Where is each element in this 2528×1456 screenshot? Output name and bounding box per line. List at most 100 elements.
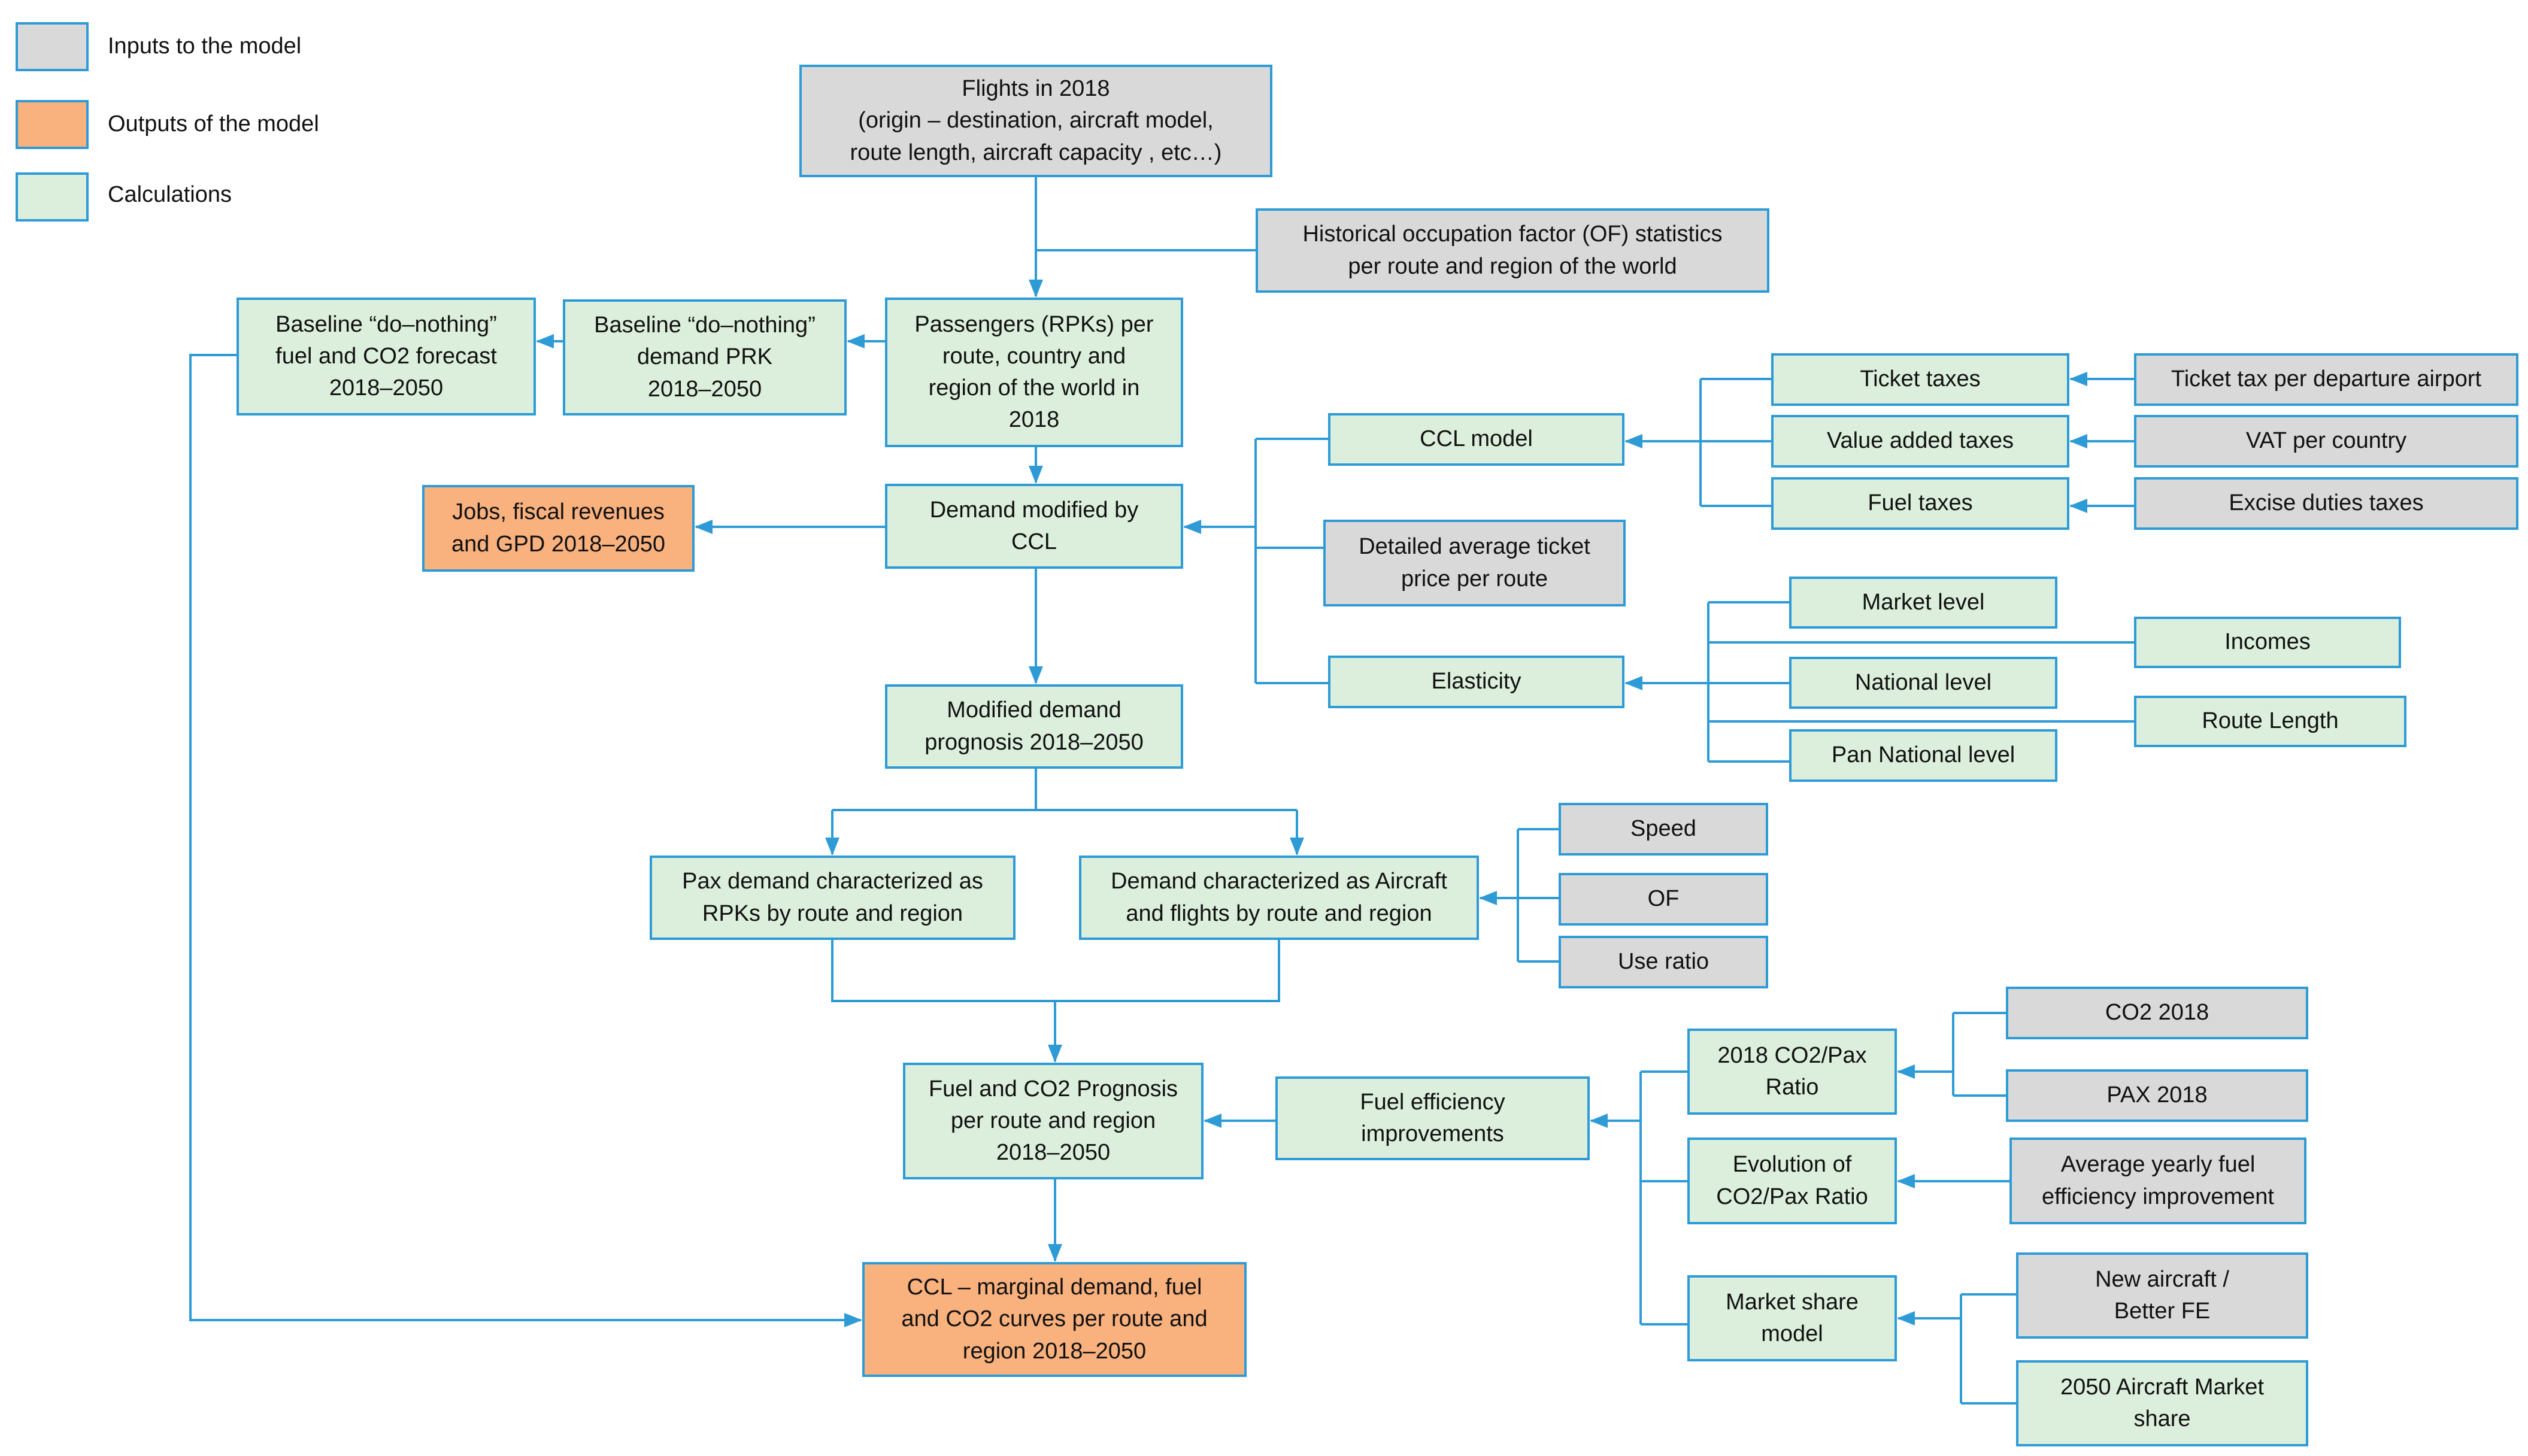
vat-per-country-box: VAT per country: [2134, 415, 2518, 468]
market-level-box: Market level: [1789, 577, 2057, 629]
legend-inputs-label: Inputs to the model: [108, 34, 302, 59]
legend-calculations-label: Calculations: [108, 182, 232, 207]
market-share-model-line: Market share: [1726, 1289, 1859, 1315]
fuel-efficiency-line: Fuel efficiency: [1360, 1089, 1505, 1115]
baseline-fuel-co2-line: Baseline “do–nothing”: [275, 311, 497, 337]
national-level-label: National level: [1854, 669, 1992, 695]
excise-duties-label: Excise duties taxes: [2229, 490, 2424, 516]
pax-demand-box: Pax demand characterized as RPKs by rout…: [650, 856, 1016, 940]
passengers-rpks-box: Passengers (RPKs) per route, country and…: [885, 298, 1183, 447]
co2-pax-ratio-2018-line: 2018 CO2/Pax: [1717, 1042, 1867, 1068]
incomes-box: Incomes: [2134, 617, 2401, 668]
demand-modified-ccl-box: Demand modified by CCL: [885, 484, 1183, 569]
passengers-rpks-line: Passengers (RPKs) per: [914, 311, 1154, 337]
avg-fuel-efficiency-line: efficiency improvement: [2042, 1184, 2274, 1209]
fuel-taxes-label: Fuel taxes: [1868, 490, 1973, 516]
ccl-model-box: CCL model: [1328, 413, 1624, 466]
national-level-box: National level: [1789, 657, 2057, 709]
aircraft-demand-box: Demand characterized as Aircraft and fli…: [1079, 856, 1479, 940]
co2-pax-ratio-2018-line: Ratio: [1765, 1075, 1819, 1100]
baseline-fuel-co2-line: fuel and CO2 forecast: [275, 343, 497, 369]
ticket-tax-airport-label: Ticket tax per departure airport: [2171, 366, 2482, 392]
evolution-ratio-box: Evolution of CO2/Pax Ratio: [1687, 1138, 1897, 1224]
demand-modified-ccl-line: CCL: [1011, 529, 1057, 554]
ccl-marginal-curves-line: CCL – marginal demand, fuel: [907, 1275, 1202, 1300]
aircraft-market-share-2050-box: 2050 Aircraft Market share: [2016, 1360, 2308, 1446]
ticket-price-line: price per route: [1401, 566, 1548, 592]
pax-2018-label: PAX 2018: [2106, 1082, 2208, 1108]
elasticity-label: Elasticity: [1431, 669, 1521, 694]
ccl-marginal-curves-line: region 2018–2050: [962, 1338, 1147, 1364]
modified-demand-prognosis-box: Modified demand prognosis 2018–2050: [885, 684, 1183, 769]
pax-demand-line: RPKs by route and region: [702, 900, 963, 926]
legend-outputs-label: Outputs of the model: [108, 111, 319, 136]
route-length-box: Route Length: [2134, 696, 2406, 747]
co2-2018-box: CO2 2018: [2006, 987, 2308, 1039]
aircraft-demand-line: Demand characterized as Aircraft: [1111, 869, 1447, 894]
avg-fuel-efficiency-box: Average yearly fuel efficiency improveme…: [2009, 1138, 2306, 1224]
speed-label: Speed: [1630, 816, 1696, 842]
ccl-model-label: CCL model: [1420, 426, 1533, 452]
evolution-ratio-line: Evolution of: [1732, 1152, 1852, 1178]
of-label: OF: [1647, 886, 1680, 912]
flights-2018-box: Flights in 2018 (origin – destination, a…: [799, 65, 1272, 177]
fuel-taxes-box: Fuel taxes: [1771, 477, 2069, 530]
baseline-demand-box: Baseline “do–nothing” demand PRK 2018–20…: [563, 299, 847, 415]
flights-2018-line: (origin – destination, aircraft model,: [858, 108, 1214, 134]
co2-pax-ratio-2018-box: 2018 CO2/Pax Ratio: [1687, 1029, 1897, 1115]
connector-fuel-baseline-to-ccl-curves: [189, 354, 862, 1327]
jobs-fiscal-line: and GPD 2018–2050: [451, 531, 666, 557]
evolution-ratio-line: CO2/Pax Ratio: [1716, 1184, 1868, 1209]
baseline-demand-line: 2018–2050: [647, 376, 762, 402]
demand-modified-ccl-line: Demand modified by: [929, 497, 1139, 523]
modified-demand-prognosis-line: Modified demand: [947, 697, 1121, 723]
fuel-efficiency-line: improvements: [1361, 1121, 1504, 1146]
ticket-taxes-label: Ticket taxes: [1860, 366, 1981, 392]
ticket-price-box: Detailed average ticket price per route: [1323, 520, 1626, 606]
co2-2018-label: CO2 2018: [2105, 1000, 2209, 1026]
value-added-taxes-box: Value added taxes: [1771, 415, 2069, 468]
of-box: OF: [1559, 873, 1768, 926]
aircraft-market-share-2050-line: share: [2133, 1406, 2191, 1431]
jobs-fiscal-box: Jobs, fiscal revenues and GPD 2018–2050: [422, 485, 695, 572]
legend-inputs-swatch: [16, 22, 89, 71]
baseline-fuel-co2-box: Baseline “do–nothing” fuel and CO2 forec…: [237, 298, 536, 415]
pax-demand-line: Pax demand characterized as: [682, 869, 983, 894]
use-ratio-label: Use ratio: [1617, 949, 1709, 975]
elasticity-box: Elasticity: [1328, 656, 1624, 708]
ccl-marginal-curves-box: CCL – marginal demand, fuel and CO2 curv…: [862, 1262, 1247, 1377]
jobs-fiscal-line: Jobs, fiscal revenues: [452, 499, 665, 525]
ticket-tax-airport-box: Ticket tax per departure airport: [2134, 353, 2518, 406]
pan-national-level-box: Pan National level: [1789, 729, 2057, 782]
incomes-label: Incomes: [2224, 629, 2311, 655]
occupation-factor-line: Historical occupation factor (OF) statis…: [1302, 222, 1723, 247]
passengers-rpks-line: 2018: [1008, 407, 1060, 433]
pax-2018-box: PAX 2018: [2006, 1069, 2308, 1122]
legend-outputs-swatch: [16, 100, 89, 149]
occupation-factor-line: per route and region of the world: [1348, 253, 1677, 279]
fuel-co2-prognosis-line: per route and region: [950, 1108, 1156, 1133]
occupation-factor-box: Historical occupation factor (OF) statis…: [1256, 208, 1769, 293]
route-length-label: Route Length: [2202, 708, 2339, 734]
new-aircraft-line: Better FE: [2114, 1299, 2211, 1324]
market-share-model-box: Market share model: [1687, 1275, 1897, 1361]
ticket-price-line: Detailed average ticket: [1359, 534, 1590, 560]
use-ratio-box: Use ratio: [1559, 936, 1768, 988]
passengers-rpks-line: region of the world in: [928, 375, 1140, 401]
baseline-demand-line: demand PRK: [636, 344, 772, 370]
fuel-efficiency-box: Fuel efficiency improvements: [1275, 1076, 1590, 1160]
baseline-fuel-co2-line: 2018–2050: [329, 375, 444, 401]
fuel-co2-prognosis-line: 2018–2050: [996, 1140, 1111, 1166]
new-aircraft-box: New aircraft / Better FE: [2016, 1252, 2308, 1339]
ccl-marginal-curves-line: and CO2 curves per route and: [901, 1306, 1208, 1332]
flights-2018-line: route length, aircraft capacity , etc…): [850, 139, 1222, 165]
pan-national-level-label: Pan National level: [1831, 742, 2015, 768]
market-level-label: Market level: [1862, 589, 1985, 615]
excise-duties-box: Excise duties taxes: [2134, 477, 2518, 530]
passengers-rpks-line: route, country and: [942, 343, 1126, 369]
ticket-taxes-box: Ticket taxes: [1771, 353, 2069, 406]
legend-calculations-swatch: [16, 172, 89, 222]
baseline-demand-line: Baseline “do–nothing”: [594, 313, 816, 338]
flights-2018-line: Flights in 2018: [962, 76, 1110, 102]
